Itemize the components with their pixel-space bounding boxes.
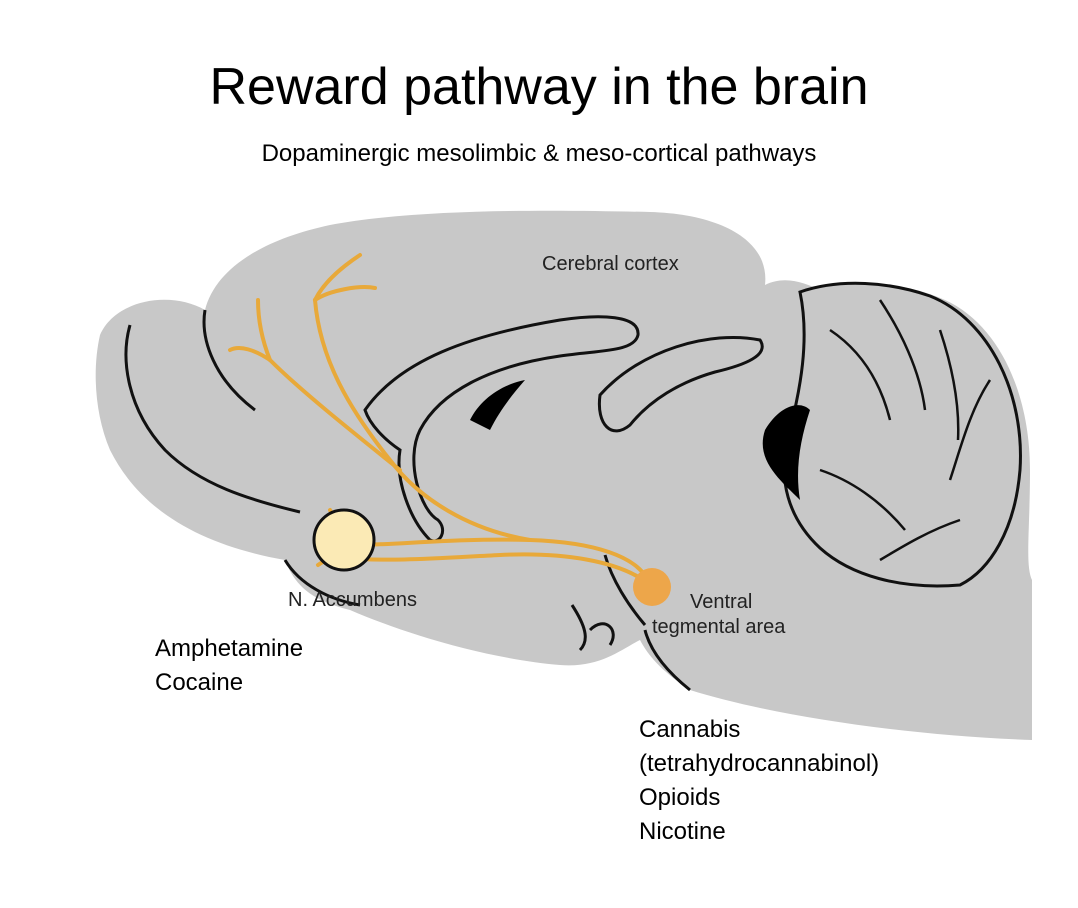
cortex-lower-outline: [202, 309, 256, 412]
hippocampus: [597, 336, 764, 433]
lateral-ventricle: [470, 380, 525, 430]
drug-item: Cocaine: [155, 669, 244, 696]
drug-item: Cannabis: [639, 716, 741, 743]
page-title: Reward pathway in the brain: [209, 58, 869, 116]
drug-item: Nicotine: [639, 818, 726, 845]
vta-drug-list: Cannabis (tetrahydrocannabinol) Opioids …: [639, 713, 879, 849]
label-vta-line2: tegmental area: [652, 616, 786, 638]
fourth-ventricle: [762, 405, 810, 500]
cerebellum-folia: [819, 299, 992, 562]
drug-item: Amphetamine: [155, 635, 304, 662]
accumbens-drug-list: Amphetamine Cocaine: [155, 632, 303, 700]
olfactory-bulb-outline: [124, 324, 301, 514]
vta-node: [633, 568, 671, 606]
accumbens-node: [312, 508, 376, 572]
drug-item: (tetrahydrocannabinol): [639, 750, 880, 777]
cerebellum: [782, 281, 1022, 588]
drug-item: Opioids: [639, 784, 721, 811]
page-subtitle: Dopaminergic mesolimbic & meso-cortical …: [261, 140, 817, 167]
corpus-callosum: [363, 315, 640, 543]
dopamine-pathway: [228, 253, 652, 587]
label-cerebral-cortex: Cerebral cortex: [542, 253, 679, 275]
label-accumbens: N. Accumbens: [288, 589, 417, 611]
brainstem-outlines: [283, 554, 691, 692]
label-vta-line1: Ventral: [690, 591, 753, 613]
brain-silhouette: [95, 210, 1033, 741]
